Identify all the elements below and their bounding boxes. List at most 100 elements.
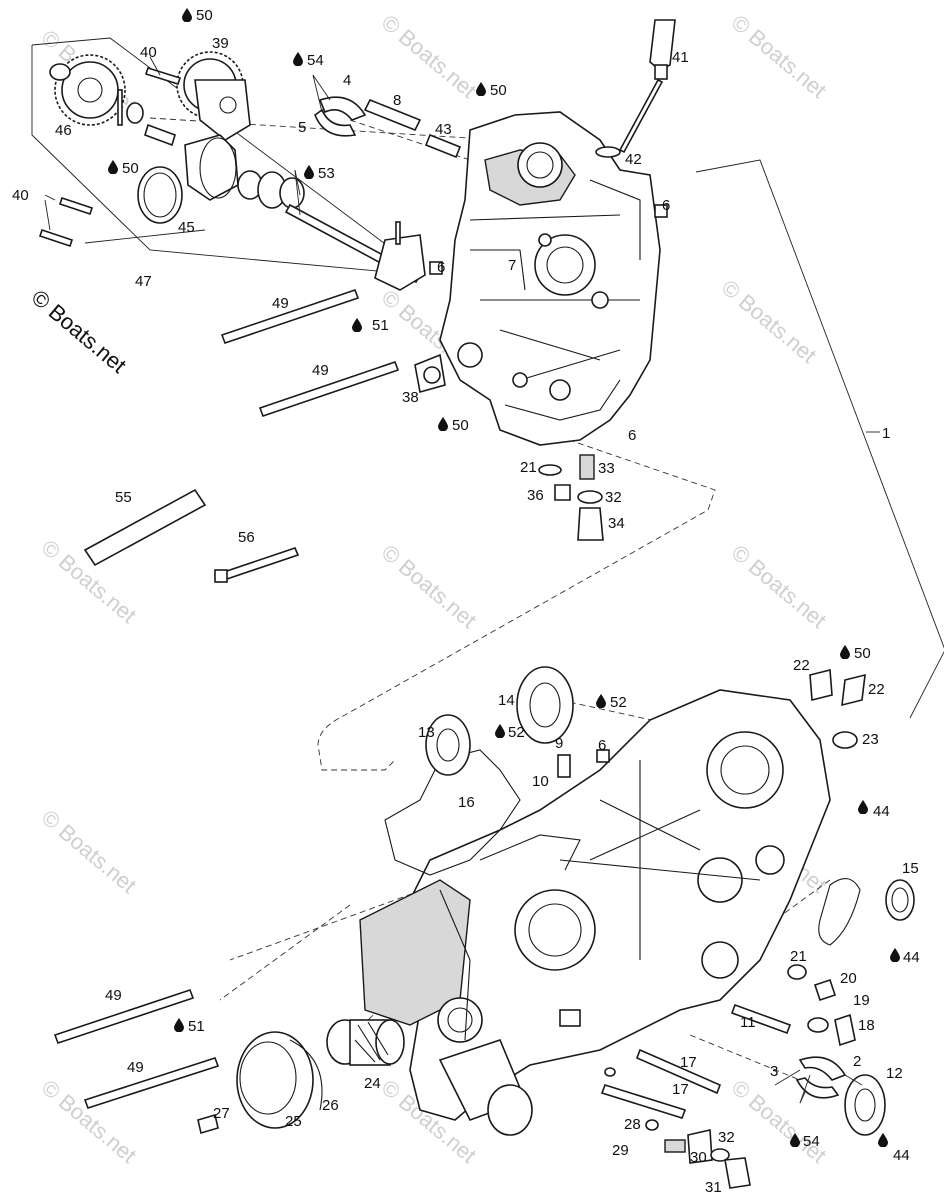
callout-1: 1 <box>882 425 890 442</box>
watermark: © Boats.net <box>727 10 831 103</box>
oil-pump-assembly <box>38 51 426 291</box>
filter-and-cover <box>197 1019 405 1135</box>
callout-6: 6 <box>598 737 606 754</box>
callout-18: 18 <box>858 1017 875 1034</box>
lower-right-small-parts <box>604 964 886 1189</box>
callout-6: 6 <box>437 259 445 276</box>
callout-47: 47 <box>135 273 152 290</box>
callout-46: 46 <box>55 122 72 139</box>
callout-40: 40 <box>140 44 157 61</box>
callout-24: 24 <box>364 1075 381 1092</box>
callout-34: 34 <box>608 515 625 532</box>
callout-15: 15 <box>902 860 919 877</box>
callout-10: 10 <box>532 773 549 790</box>
callout-45: 45 <box>178 219 195 236</box>
callout-28: 28 <box>624 1116 641 1133</box>
callout-17: 17 <box>672 1081 689 1098</box>
callout-32: 32 <box>718 1129 735 1146</box>
oil-drop-icon <box>858 800 868 814</box>
watermark: © Boats.net <box>717 275 821 368</box>
callout-labels: 1 2 3 4 5 6 6 6 6 7 8 9 10 11 12 13 14 1… <box>12 7 920 1196</box>
callout-14: 14 <box>498 692 515 709</box>
callout-49: 49 <box>312 362 329 379</box>
callout-50: 50 <box>854 645 871 662</box>
callout-56: 56 <box>238 529 255 546</box>
oil-drop-icon <box>438 417 448 431</box>
lower-crankcase <box>359 689 831 1136</box>
drain-parts-upper <box>538 454 604 541</box>
callout-38: 38 <box>402 389 419 406</box>
oil-drop-icon <box>293 52 303 66</box>
callout-54: 54 <box>803 1133 820 1150</box>
callout-49: 49 <box>105 987 122 1004</box>
callout-21: 21 <box>520 459 537 476</box>
upper-small-parts <box>314 96 668 275</box>
sensor-38 <box>414 353 446 394</box>
callout-20: 20 <box>840 970 857 987</box>
callout-51: 51 <box>372 317 389 334</box>
callout-40: 40 <box>12 187 29 204</box>
callout-50: 50 <box>490 82 507 99</box>
upper-crankcase <box>439 111 661 446</box>
gasket-16 <box>384 749 521 876</box>
callout-51: 51 <box>188 1018 205 1035</box>
watermark: © Boats.net <box>727 540 831 633</box>
callout-22: 22 <box>793 657 810 674</box>
callout-44: 44 <box>873 803 890 820</box>
callout-25: 25 <box>285 1113 302 1130</box>
callout-30: 30 <box>690 1149 707 1166</box>
callout-8: 8 <box>393 92 401 109</box>
oil-drop-icon <box>596 694 606 708</box>
callout-26: 26 <box>322 1097 339 1114</box>
callout-12: 12 <box>886 1065 903 1082</box>
callout-13: 13 <box>418 724 435 741</box>
assembly-outline <box>31 37 944 719</box>
callout-50: 50 <box>196 7 213 24</box>
callout-36: 36 <box>527 487 544 504</box>
callout-55: 55 <box>115 489 132 506</box>
callout-16: 16 <box>458 794 475 811</box>
oil-drop-icon <box>174 1018 184 1032</box>
assembly-dashed-line <box>317 429 716 771</box>
oil-drop-icon <box>840 645 850 659</box>
callout-5: 5 <box>298 119 306 136</box>
oil-drop-icon <box>108 160 118 174</box>
watermark: © Boats.net <box>37 805 141 898</box>
callout-49: 49 <box>272 295 289 312</box>
callout-3: 3 <box>770 1063 778 1080</box>
callout-49: 49 <box>127 1059 144 1076</box>
callout-53: 53 <box>318 165 335 182</box>
lower-studs <box>53 668 866 1119</box>
copyright-text: © Boats.net <box>27 285 131 378</box>
oil-drop-icon <box>890 948 900 962</box>
callout-39: 39 <box>212 35 229 52</box>
callout-7: 7 <box>508 257 516 274</box>
lower-bearings <box>425 666 915 921</box>
oil-drop-icon <box>495 724 505 738</box>
tube-and-tie <box>83 488 300 583</box>
callout-22: 22 <box>868 681 885 698</box>
callout-17: 17 <box>680 1054 697 1071</box>
callout-23: 23 <box>862 731 879 748</box>
callout-41: 41 <box>672 49 689 66</box>
leader-lines <box>44 56 863 1104</box>
dipstick <box>595 19 676 158</box>
oil-drop-icon <box>352 318 362 332</box>
callout-54: 54 <box>307 52 324 69</box>
callout-43: 43 <box>435 121 452 138</box>
callout-9: 9 <box>555 735 563 752</box>
callout-21: 21 <box>790 948 807 965</box>
callout-42: 42 <box>625 151 642 168</box>
callout-50: 50 <box>122 160 139 177</box>
callout-32: 32 <box>605 489 622 506</box>
callout-31: 31 <box>705 1179 722 1196</box>
callout-6: 6 <box>628 427 636 444</box>
callout-4: 4 <box>343 72 351 89</box>
callout-29: 29 <box>612 1142 629 1159</box>
callout-44: 44 <box>893 1147 910 1164</box>
callout-50: 50 <box>452 417 469 434</box>
gasket-loop <box>818 878 861 946</box>
watermark: © Boats.net <box>377 540 481 633</box>
